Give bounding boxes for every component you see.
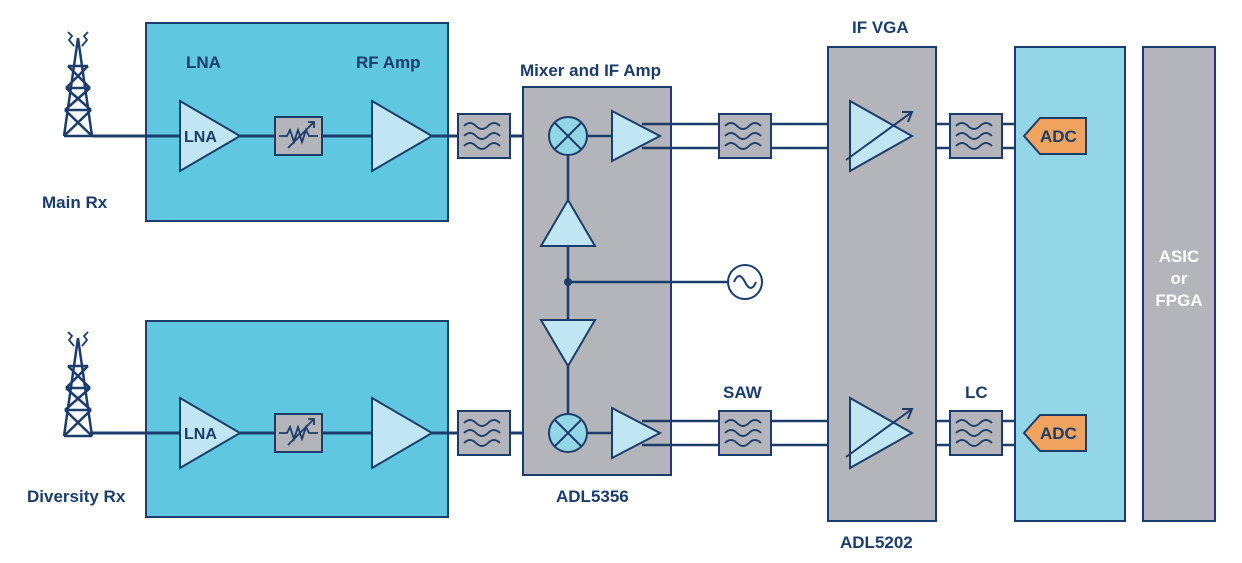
diversity-rx-label: Diversity Rx — [27, 487, 126, 506]
antenna-tower-icon — [62, 31, 94, 138]
asic-fpga-block — [1142, 46, 1216, 522]
lo-buffer-bottom — [539, 319, 597, 368]
lna-amp-div — [179, 396, 242, 470]
saw-label: SAW — [723, 383, 763, 402]
if-amp-div — [611, 406, 663, 460]
mixer-icon — [548, 413, 588, 453]
lna-amp-main — [179, 99, 242, 173]
oscillator-icon — [727, 264, 763, 300]
lc-label: LC — [965, 383, 988, 402]
adc-top — [1022, 117, 1087, 155]
if-amp-main — [611, 109, 663, 163]
rf-amp-title: RF Amp — [356, 53, 421, 72]
asic-label-line1: ASIC — [1159, 247, 1200, 266]
mixer-icon — [548, 116, 588, 156]
adl5356-label: ADL5356 — [556, 487, 629, 506]
attenuator-icon — [274, 413, 323, 453]
filter-icon — [949, 410, 1003, 456]
vga-icon — [845, 99, 915, 173]
lna-amp-main-label: LNA — [184, 129, 217, 146]
adc-bottom-label: ADC — [1040, 424, 1077, 443]
filter-icon — [457, 410, 511, 456]
filter-icon — [718, 113, 772, 159]
rf-amp-div — [371, 396, 434, 470]
adc-bottom — [1022, 414, 1087, 452]
if-vga-title: IF VGA — [852, 18, 909, 37]
mixer-title: Mixer and IF Amp — [520, 61, 661, 80]
adl5202-label: ADL5202 — [840, 533, 913, 552]
lna-block-title: LNA — [186, 53, 221, 72]
lo-junction — [564, 278, 572, 286]
asic-label-line3: FPGA — [1155, 291, 1202, 310]
attenuator-icon — [274, 116, 323, 156]
rf-amp-main — [371, 99, 434, 173]
filter-icon — [718, 410, 772, 456]
main-rx-label: Main Rx — [42, 193, 108, 212]
antenna-tower-icon — [62, 331, 94, 438]
lna-amp-div-label: LNA — [184, 426, 217, 443]
lo-buffer-top — [539, 198, 597, 247]
asic-label-line2: or — [1171, 269, 1188, 288]
adc-top-label: ADC — [1040, 127, 1077, 146]
vga-icon — [845, 396, 915, 470]
filter-icon — [457, 113, 511, 159]
filter-icon — [949, 113, 1003, 159]
mixer-to-ifamp-wire — [587, 134, 612, 435]
